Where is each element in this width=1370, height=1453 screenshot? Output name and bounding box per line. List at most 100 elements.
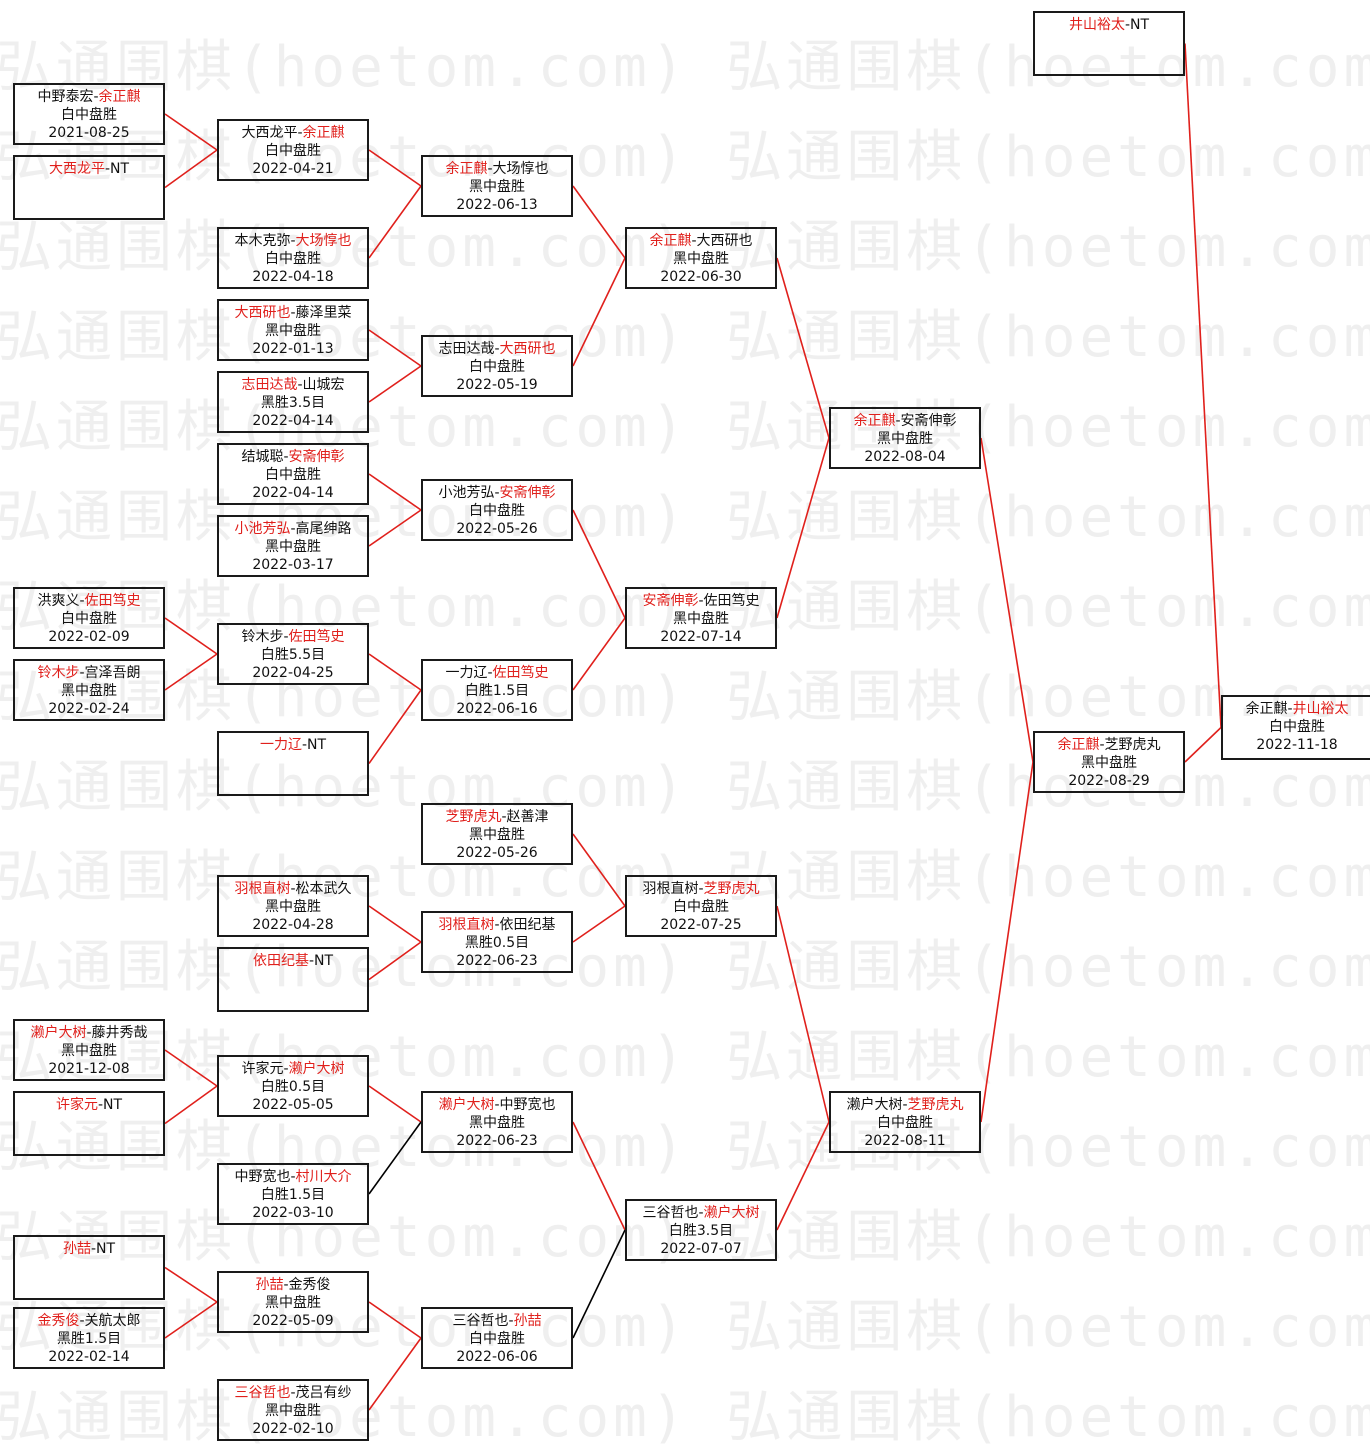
watermark-row: 弘通围棋(hoetom.com) 弘通围棋(hoetom.com) 弘通围棋(h… [0, 1205, 1370, 1270]
white-player-name: 依田纪基 [499, 917, 556, 933]
white-player-name: 高尾绅路 [295, 521, 352, 537]
match-players: 志田达哉-大西研也 [423, 340, 571, 358]
match-date: 2022-04-18 [252, 269, 334, 285]
match-players: 濑户大树-藤井秀哉 [15, 1024, 163, 1042]
black-player-name: 濑户大树 [30, 1025, 87, 1041]
connector-m30-m34 [572, 1229, 626, 1339]
connector-m15-m27 [164, 1085, 218, 1125]
match-result: 黑中盘胜 [469, 1115, 525, 1131]
player-separator: - [1099, 737, 1105, 753]
player-separator: - [494, 341, 500, 357]
white-player-name: 村川大介 [295, 1169, 352, 1185]
black-player-name: 志田达哉 [241, 377, 298, 393]
white-player-name: 濑户大树 [288, 1061, 345, 1077]
match-date: 2022-07-25 [660, 917, 742, 933]
match-players: 洪爽义-佐田笃史 [15, 592, 163, 610]
match-players: 铃木步-宫泽吾朗 [15, 664, 163, 682]
match-date: 2022-06-23 [456, 1133, 538, 1149]
black-player-name: 余正麒 [853, 413, 896, 429]
player-separator: - [283, 449, 289, 465]
match-result: 黑中盘胜 [673, 611, 729, 627]
match-result: 白中盘胜 [673, 899, 729, 915]
connector-m23-m32 [572, 509, 626, 619]
white-player-name: NT [307, 737, 327, 753]
match-box-m10[interactable]: 一力辽-NT [217, 731, 369, 796]
connector-m29-m30 [368, 1301, 422, 1339]
match-players: 志田达哉-山城宏 [219, 376, 367, 394]
match-players: 结城聪-安斋伸彰 [219, 448, 367, 466]
match-players: 大西龙平-余正麒 [219, 124, 367, 142]
match-players: 小池芳弘-安斋伸彰 [423, 484, 571, 502]
match-result: 黑中盘胜 [469, 179, 525, 195]
white-player-name: 余正麒 [302, 125, 345, 141]
match-players: 羽根直树-松本武久 [219, 880, 367, 898]
white-player-name: 松本武久 [295, 881, 352, 897]
white-player-name: 宫泽吾朗 [84, 665, 141, 681]
match-box-m38[interactable]: 井山裕太-NT [1033, 11, 1185, 76]
connector-m35-m37 [980, 437, 1034, 763]
match-result: 白胜5.5目 [260, 647, 326, 663]
match-players: 孙喆-NT [15, 1240, 163, 1258]
match-box-m13[interactable]: 依田纪基-NT [217, 947, 369, 1012]
watermark-row: 弘通围棋(hoetom.com) 弘通围棋(hoetom.com) 弘通围棋(h… [0, 755, 1370, 820]
connector-m4-m22 [368, 329, 422, 367]
match-players: 小池芳弘-高尾绅路 [219, 520, 367, 538]
match-date: 2022-03-17 [252, 557, 334, 573]
match-players: 中野泰宏-余正麒 [15, 88, 163, 106]
connector-m18-m29 [164, 1301, 218, 1339]
match-players: 安斋伸彰-佐田笃史 [627, 592, 775, 610]
match-box-m2[interactable]: 大西龙平-NT [13, 155, 165, 220]
connector-m36-m37 [980, 761, 1034, 1123]
player-separator: - [494, 1097, 500, 1113]
watermark-row: 弘通围棋(hoetom.com) 弘通围棋(hoetom.com) 弘通围棋(h… [0, 305, 1370, 370]
white-player-name: 安斋伸彰 [499, 485, 556, 501]
match-date: 2021-08-25 [48, 125, 130, 141]
match-result: 黑中盘胜 [673, 251, 729, 267]
black-player-name: 余正麒 [445, 161, 488, 177]
connector-m37-m39 [1184, 726, 1222, 763]
match-result: 白中盘胜 [1269, 719, 1325, 735]
match-box-m15[interactable]: 许家元-NT [13, 1091, 165, 1156]
match-box-m17[interactable]: 孙喆-NT [13, 1235, 165, 1300]
player-separator: - [283, 1277, 289, 1293]
black-player-name: 芝野虎丸 [445, 809, 502, 825]
player-separator: - [308, 953, 315, 969]
white-player-name: 芝野虎丸 [1104, 737, 1161, 753]
white-player-name: 茂吕有纱 [295, 1385, 352, 1401]
